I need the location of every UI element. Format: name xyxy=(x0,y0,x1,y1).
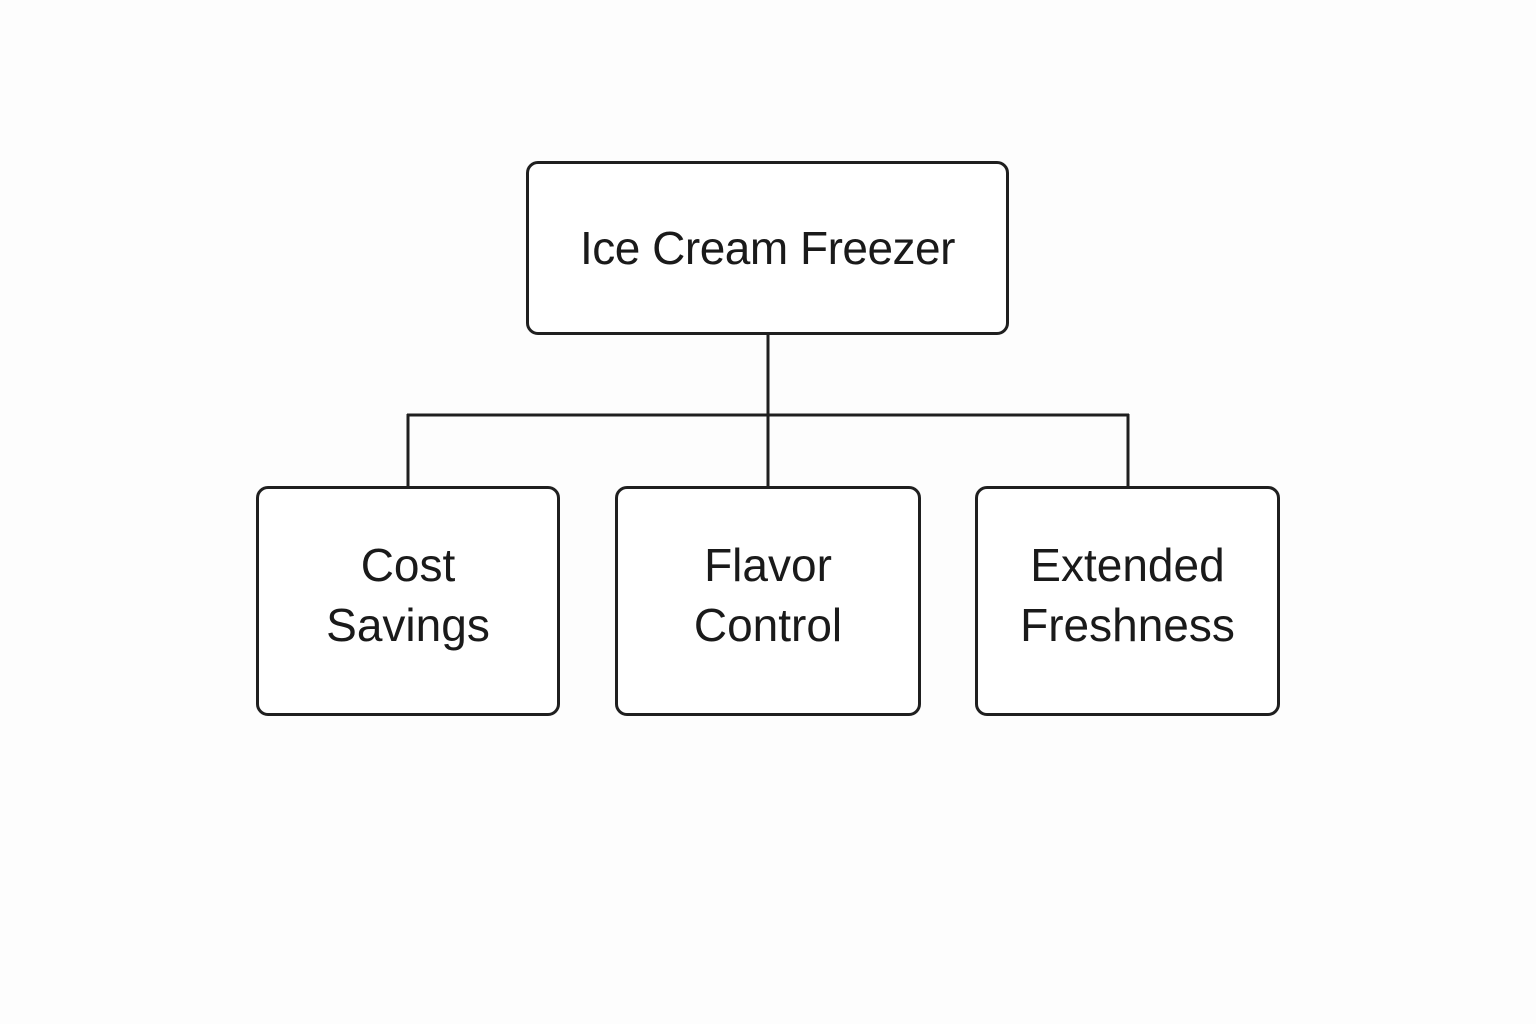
label-line-2: Freshness xyxy=(1020,599,1235,651)
label-line-2: Control xyxy=(693,599,843,651)
label-line-1: Flavor xyxy=(704,539,832,591)
child-node-label: Cost Savings xyxy=(326,535,490,655)
label-line-1: Extended xyxy=(1030,539,1225,591)
child-node-label: Flavor Control xyxy=(694,535,842,655)
child-node-extended-freshness: Extended Freshness xyxy=(975,486,1280,716)
child-node-label: Extended Freshness xyxy=(1020,535,1235,655)
child-node-flavor-control: Flavor Control xyxy=(615,486,921,716)
label-line-1: Cost xyxy=(360,539,456,591)
root-node-label: Ice Cream Freezer xyxy=(580,222,955,274)
root-node: Ice Cream Freezer xyxy=(526,161,1009,335)
label-line-2: Savings xyxy=(326,599,490,651)
child-node-cost-savings: Cost Savings xyxy=(256,486,560,716)
